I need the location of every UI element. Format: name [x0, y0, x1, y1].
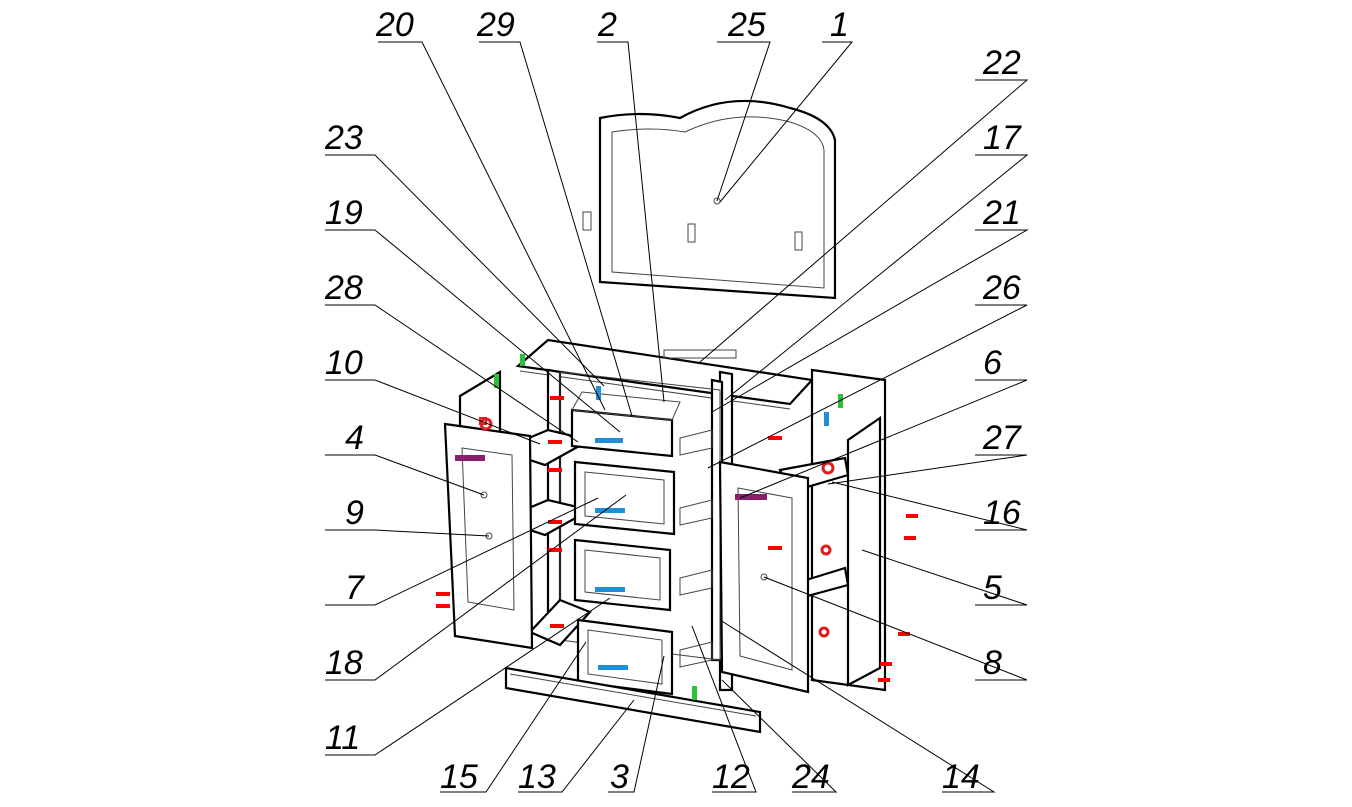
callout-11: 11 — [325, 719, 360, 757]
mirror-anchor — [713, 197, 721, 205]
hinge-right-low — [818, 626, 830, 638]
callout-4: 4 — [345, 419, 364, 457]
mirror-bracket-left — [582, 211, 592, 231]
drawer-4 — [576, 618, 674, 696]
mirror-bracket-right — [794, 231, 803, 251]
callout-16: 16 — [983, 494, 1021, 532]
callout-13: 13 — [518, 758, 556, 796]
callout-5: 5 — [983, 569, 1002, 607]
callout-27: 27 — [982, 419, 1022, 457]
mirror — [582, 99, 837, 300]
callout-8: 8 — [983, 644, 1002, 682]
drawer-1 — [570, 391, 681, 458]
drawer-4-handle — [598, 665, 628, 670]
callout-28: 28 — [324, 269, 363, 307]
left-door — [443, 417, 534, 650]
fittings — [436, 354, 918, 700]
leader-lines — [325, 41, 1029, 793]
drawer-3 — [573, 538, 672, 612]
drawer-2-handle — [595, 508, 625, 513]
callouts: 20 29 2 25 1 22 23 17 19 21 28 26 10 6 4… — [324, 6, 1022, 796]
callout-1: 1 — [830, 6, 849, 44]
callout-25: 25 — [727, 6, 766, 44]
callout-15: 15 — [440, 758, 478, 796]
callout-21: 21 — [982, 194, 1021, 232]
callout-14: 14 — [942, 758, 980, 796]
callout-7: 7 — [345, 569, 365, 607]
callout-18: 18 — [325, 644, 363, 682]
hinge-right-top — [821, 461, 835, 475]
drawer-2 — [573, 460, 676, 536]
callout-9: 9 — [345, 494, 364, 532]
callout-22: 22 — [982, 44, 1021, 82]
drawers — [570, 391, 681, 696]
callout-19: 19 — [325, 194, 363, 232]
callout-29: 29 — [476, 6, 515, 44]
door-handle-left — [455, 455, 485, 461]
plinth — [504, 666, 762, 734]
callout-3: 3 — [610, 758, 629, 796]
callout-17: 17 — [983, 119, 1022, 157]
callout-6: 6 — [983, 344, 1002, 382]
callout-10: 10 — [325, 344, 363, 382]
hinge-right-mid — [820, 544, 832, 556]
callout-26: 26 — [982, 269, 1021, 307]
drawer-3-handle — [595, 587, 625, 592]
callout-2: 2 — [597, 6, 617, 44]
callout-20: 20 — [375, 6, 414, 44]
callout-23: 23 — [324, 119, 363, 157]
callout-24: 24 — [791, 758, 830, 796]
drawer-1-handle — [595, 438, 623, 443]
callout-12: 12 — [712, 758, 750, 796]
mirror-bracket-center — [687, 223, 696, 243]
door-handle-right — [735, 494, 767, 500]
